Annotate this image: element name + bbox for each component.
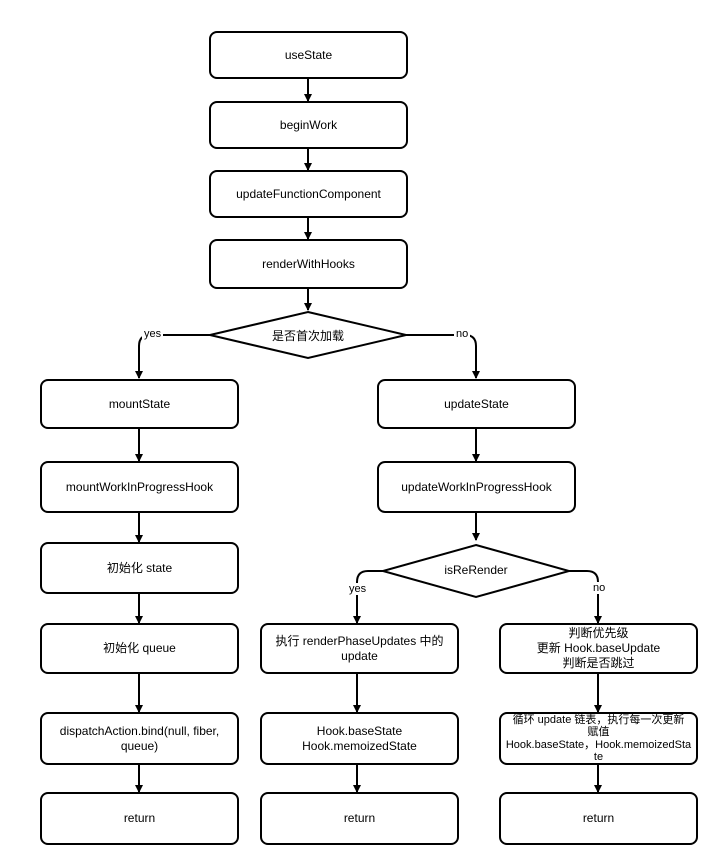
node-hook-base-memoized-label: Hook.baseState Hook.memoizedState: [302, 723, 417, 753]
decision-is-first-load: [209, 310, 407, 360]
node-init-queue: 初始化 queue: [40, 623, 239, 674]
edge-label-rerender-no: no: [591, 582, 608, 594]
node-mountstate: mountState: [40, 379, 239, 429]
arrow-decision-no-branch: [406, 334, 480, 379]
node-renderwithhooks: renderWithHooks: [209, 239, 408, 289]
node-loop-update: 循环 update 链表，执行每一次更新 赋值 Hook.baseState，H…: [499, 712, 698, 765]
node-loop-update-label: 循环 update 链表，执行每一次更新 赋值 Hook.baseState，H…: [505, 714, 692, 763]
node-mountstate-label: mountState: [108, 396, 171, 411]
node-usestate: useState: [209, 31, 408, 79]
node-init-queue-label: 初始化 queue: [103, 641, 176, 655]
node-dispatchaction-bind-label: dispatchAction.bind(null, fiber, queue): [59, 723, 220, 753]
node-return-right-label: return: [582, 811, 615, 825]
node-init-state-label: 初始化 state: [106, 560, 173, 575]
node-beginwork: beginWork: [209, 101, 408, 149]
node-updatefunctioncomponent-label: updateFunctionComponent: [236, 186, 381, 201]
edge-label-rerender-yes: yes: [347, 583, 369, 595]
node-updatestate: updateState: [377, 379, 576, 429]
arrow-isrerender-yes-branch: [353, 570, 383, 624]
edge-label-first-load-yes: yes: [142, 328, 164, 340]
node-return-middle: return: [260, 792, 459, 845]
node-usestate-label: useState: [284, 47, 333, 62]
node-updatestate-label: updateState: [444, 396, 509, 411]
node-updateworkinprogresshook: updateWorkInProgressHook: [377, 461, 576, 513]
decision-is-rerender-label: isReRender: [444, 563, 508, 577]
edge-label-first-load-no: no: [454, 328, 471, 340]
node-return-left: return: [40, 792, 239, 845]
node-exec-render-phase-updates: 执行 renderPhaseUpdates 中的 update: [260, 623, 459, 674]
decision-is-first-load-label: 是否首次加载: [271, 329, 344, 343]
node-exec-render-phase-updates-label: 执行 renderPhaseUpdates 中的 update: [275, 633, 444, 663]
node-dispatchaction-bind: dispatchAction.bind(null, fiber, queue): [40, 712, 239, 765]
node-init-state: 初始化 state: [40, 542, 239, 594]
node-updateworkinprogresshook-label: updateWorkInProgressHook: [401, 479, 552, 494]
node-mountworkinprogresshook: mountWorkInProgressHook: [40, 461, 239, 513]
node-return-right: return: [499, 792, 698, 845]
node-updatefunctioncomponent: updateFunctionComponent: [209, 170, 408, 218]
node-return-left-label: return: [123, 811, 156, 825]
node-beginwork-label: beginWork: [279, 117, 338, 132]
arrow-decision-yes-branch: [135, 334, 210, 379]
node-priority-check: 判断优先级 更新 Hook.baseUpdate 判断是否跳过: [499, 623, 698, 674]
node-return-middle-label: return: [343, 811, 376, 825]
node-hook-base-memoized: Hook.baseState Hook.memoizedState: [260, 712, 459, 765]
node-renderwithhooks-label: renderWithHooks: [262, 256, 355, 271]
node-mountworkinprogresshook-label: mountWorkInProgressHook: [65, 479, 214, 494]
node-priority-check-label: 判断优先级 更新 Hook.baseUpdate 判断是否跳过: [536, 626, 661, 670]
arrow-isrerender-no-branch: [567, 570, 602, 624]
decision-is-rerender: [379, 543, 573, 599]
